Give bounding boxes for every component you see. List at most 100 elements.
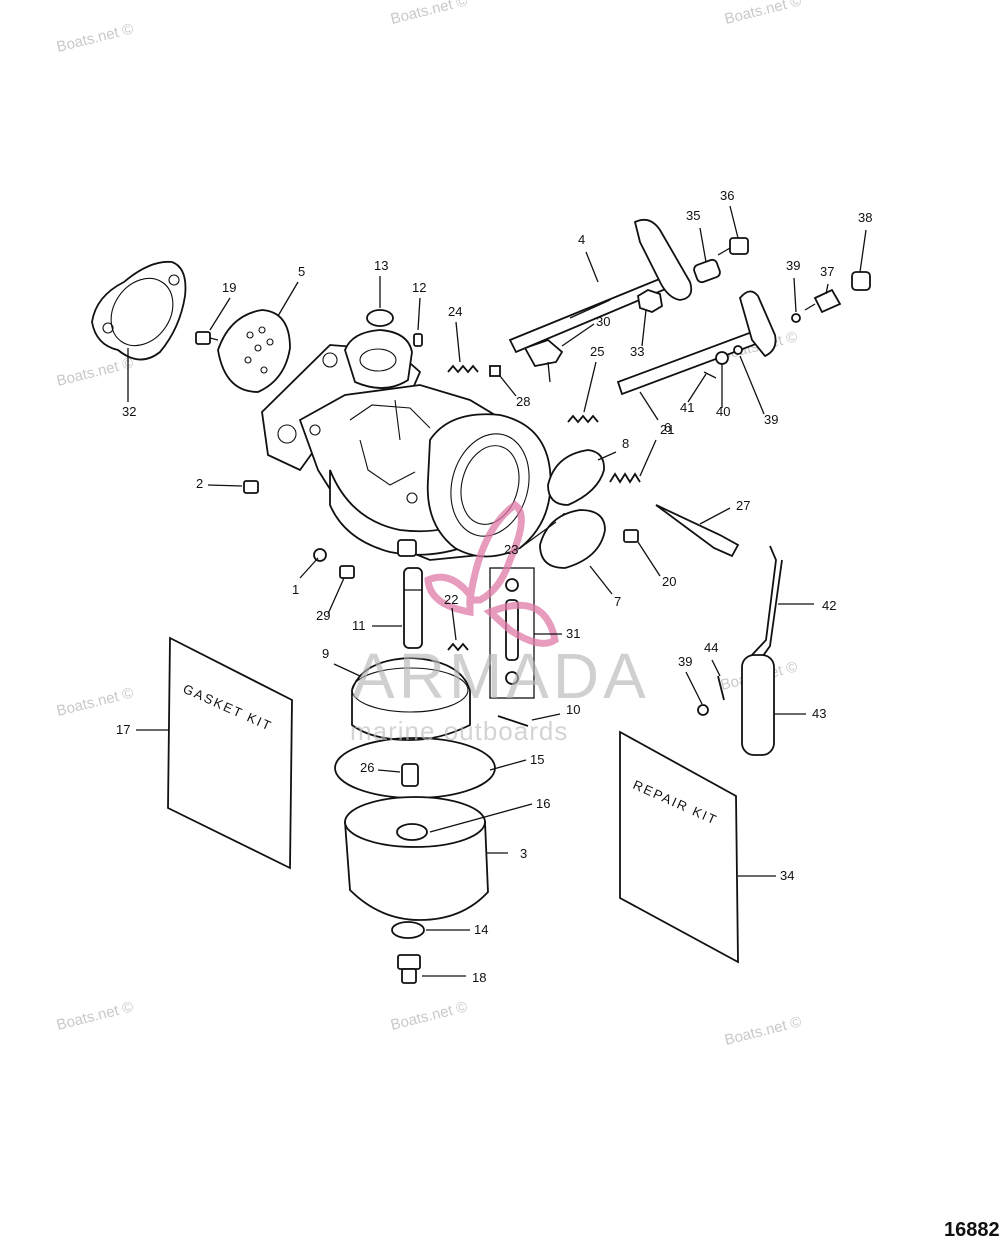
callout-label: 36 <box>720 188 734 203</box>
carburetor-body <box>261 329 552 561</box>
callout-layer: 1234567891011121314151617181920212223242… <box>116 188 872 985</box>
part-6-choke-shaft <box>616 290 777 396</box>
leader-line <box>793 277 797 313</box>
callout-label: 5 <box>298 264 305 279</box>
part-13-plug <box>366 309 394 327</box>
part-18-drain-plug <box>397 954 421 984</box>
callout-label: 32 <box>122 404 136 419</box>
part-16-gasket <box>396 823 428 841</box>
watermark-text: Boats.net © <box>723 1013 803 1049</box>
logo-tagline: marine outboards <box>350 716 568 746</box>
part-33-nut <box>637 289 663 313</box>
part-11-nozzle <box>403 567 423 649</box>
part-40-washer <box>715 351 729 365</box>
leader-line <box>583 361 597 413</box>
callout-label: 18 <box>472 970 486 985</box>
callout-label: 13 <box>374 258 388 273</box>
leader-line <box>639 439 657 477</box>
callout-label: 33 <box>630 344 644 359</box>
part-39-washer <box>697 704 709 716</box>
callout-label: 30 <box>596 314 610 329</box>
watermark-text: Boats.net © <box>55 998 135 1034</box>
watermark-text: Boats.net © <box>389 998 469 1034</box>
callout-label: 20 <box>662 574 676 589</box>
callout-label: 40 <box>716 404 730 419</box>
callout-label: 9 <box>322 646 329 661</box>
leader-line <box>377 769 401 773</box>
callout-label: 23 <box>504 542 518 557</box>
watermark-text: Boats.net © <box>723 0 803 28</box>
part-21-spring <box>609 472 641 484</box>
leader-line <box>209 297 231 331</box>
leader-line <box>687 373 707 403</box>
leader-line <box>207 484 243 487</box>
callout-label: 11 <box>352 618 366 633</box>
propeller-blade <box>424 573 474 617</box>
leader-line <box>699 227 707 263</box>
callout-label: 35 <box>686 208 700 223</box>
leader-line <box>637 541 661 577</box>
leader-line <box>499 375 517 397</box>
callout-label: 25 <box>590 344 604 359</box>
callout-label: 22 <box>444 592 458 607</box>
callout-label: 39 <box>786 258 800 273</box>
callout-label: 19 <box>222 280 236 295</box>
part-39-washer <box>733 345 743 355</box>
part-39-washer <box>791 313 801 323</box>
gasket-kit: GASKET KIT <box>167 636 293 870</box>
leader-line <box>639 391 659 421</box>
part-2-screw <box>243 480 259 494</box>
part-43-float <box>741 654 775 756</box>
callout-label: 24 <box>448 304 462 319</box>
callout-label: 28 <box>516 394 530 409</box>
leader-line <box>561 323 595 347</box>
part-19-screw <box>195 331 219 345</box>
part-42-arm <box>750 545 783 662</box>
leader-line <box>299 557 319 579</box>
callout-label: 38 <box>858 210 872 225</box>
leader-line <box>825 283 829 295</box>
part-22-spring <box>447 642 469 652</box>
callout-label: 17 <box>116 722 130 737</box>
part-38-knob <box>851 271 871 291</box>
part-28-screw <box>489 365 501 377</box>
leader-line <box>277 281 299 317</box>
leader-line <box>531 713 561 721</box>
callout-label: 29 <box>316 608 330 623</box>
leader-line <box>699 507 731 525</box>
leader-line <box>739 355 765 415</box>
part-26-jet <box>401 763 419 787</box>
leader-line <box>417 297 421 331</box>
watermark-text: Boats.net © <box>55 684 135 720</box>
part-3-float-bowl <box>344 796 489 921</box>
callout-label: 27 <box>736 498 750 513</box>
figure-number: 16882 <box>944 1219 1000 1241</box>
leader-line <box>455 321 461 363</box>
leader-line <box>519 521 557 549</box>
callout-label: 16 <box>536 796 550 811</box>
leader-line <box>333 663 361 677</box>
part-25-spring <box>567 414 599 424</box>
part-37-screw <box>804 288 842 314</box>
part-29-screw <box>339 565 355 579</box>
part-36-screw <box>717 237 749 256</box>
callout-label: 34 <box>780 868 794 883</box>
part-5-plate <box>217 309 291 393</box>
part-24-spring <box>447 364 479 374</box>
leader-line <box>327 577 345 615</box>
part-30-elbow <box>523 338 564 383</box>
callout-label: 39 <box>678 654 692 669</box>
callout-label: 14 <box>474 922 488 937</box>
watermark-text: Boats.net © <box>55 20 135 56</box>
leader-line <box>589 565 613 595</box>
part-27-needle <box>655 504 740 558</box>
watermark-text: Boats.net © <box>389 0 469 28</box>
part-4-throttle-shaft <box>508 218 693 354</box>
callout-label: 10 <box>566 702 580 717</box>
armada-logo: ARMADA marine outboards <box>350 500 646 746</box>
leader-line <box>711 659 721 677</box>
leader-line <box>429 803 533 833</box>
part-14-washer <box>391 921 425 939</box>
part-8-plate <box>547 449 605 506</box>
